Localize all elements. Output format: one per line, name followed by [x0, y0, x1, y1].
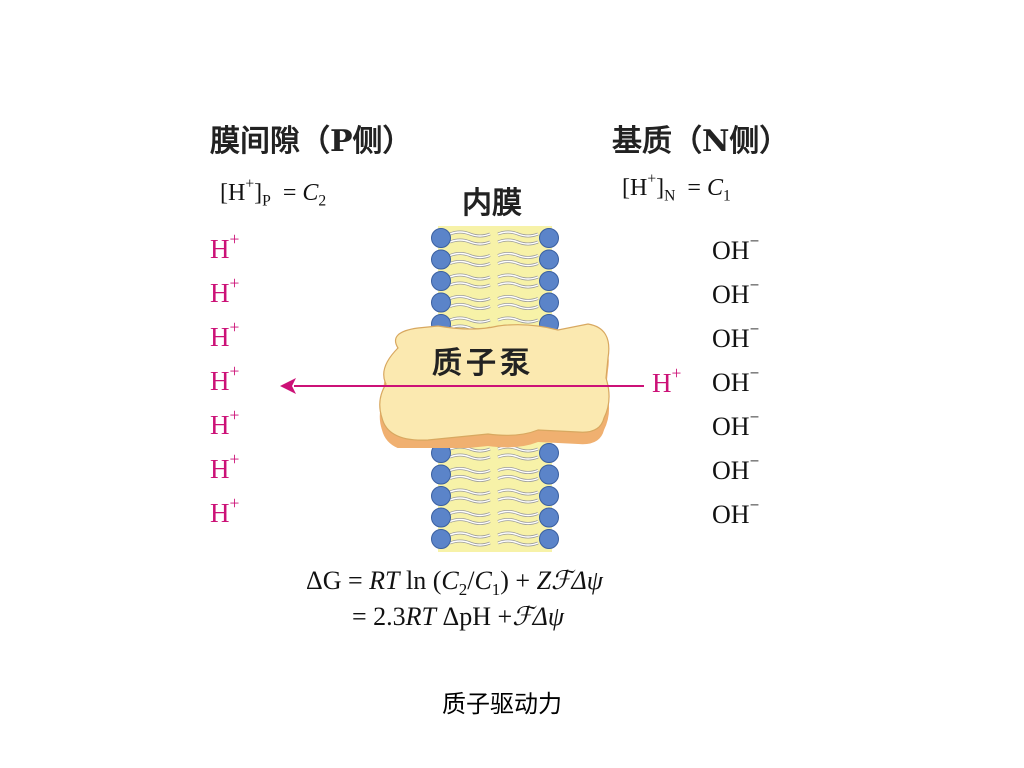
lipid-head: [431, 249, 451, 270]
lipid-tail-highlight: [449, 467, 491, 474]
lipid-tail-highlight: [497, 489, 539, 495]
lipid-head: [539, 292, 559, 313]
pumped-proton: H+: [652, 362, 682, 398]
lipid-tail-highlight: [449, 239, 491, 245]
lipid-head: [539, 249, 559, 270]
lipid-head: [431, 529, 451, 549]
lipid-tail-highlight: [449, 532, 491, 538]
lipid-head: [539, 271, 559, 291]
lipid-tail-highlight: [497, 475, 539, 482]
lipid-tail-highlight: [497, 446, 539, 452]
intermembrane-space-title: 膜间隙（P侧）: [210, 124, 413, 159]
lipid-head: [539, 486, 559, 506]
lipid-head: [539, 464, 559, 485]
lipid-head: [539, 228, 559, 248]
lipid-tail-highlight: [449, 282, 491, 288]
proton-transport-arrow: [280, 378, 644, 394]
proton-label: H+: [210, 404, 240, 440]
hydroxide-label: OH−: [712, 495, 760, 529]
lipid-tail-highlight: [497, 274, 539, 280]
concentration-n-side: [H+]N = C1: [622, 170, 731, 205]
equation-line-1: ΔG = RT ln (C2/C1) + ZℱΔψ: [306, 566, 603, 599]
lipid-tail-highlight: [497, 252, 539, 259]
lipid-tail-highlight: [497, 295, 539, 302]
lipid-tail-highlight: [449, 510, 491, 517]
proton-label: H+: [210, 272, 240, 308]
lipid-tail-highlight: [497, 454, 539, 460]
lipid-tail-highlight: [497, 467, 539, 474]
pump-body: [379, 323, 610, 441]
lipid-tail-highlight: [449, 540, 491, 546]
lipid-tail-highlight: [449, 475, 491, 482]
proton-label: H+: [210, 360, 240, 396]
lipid-tail-highlight: [449, 454, 491, 460]
lipid-head: [431, 507, 451, 528]
lipid-tail-highlight: [497, 497, 539, 503]
proton-label: H+: [210, 316, 240, 352]
hydroxide-label: OH−: [712, 231, 760, 265]
lipid-head: [431, 464, 451, 485]
lipid-tail-highlight: [449, 303, 491, 310]
lipid-tail-highlight: [449, 518, 491, 525]
lipid-head: [431, 292, 451, 313]
arrow-head: [280, 378, 296, 394]
lipid-head: [539, 443, 559, 463]
lipid-tail-highlight: [497, 510, 539, 517]
lipid-head: [431, 486, 451, 506]
proton-pump-label: 质子泵: [432, 346, 534, 381]
inner-membrane-title: 内膜: [462, 186, 522, 221]
lipid-tail-highlight: [449, 252, 491, 259]
lipid-tail-highlight: [497, 532, 539, 538]
proton-label: H+: [210, 448, 240, 484]
hydroxide-label: OH−: [712, 451, 760, 485]
lipid-tail-highlight: [497, 239, 539, 245]
lipid-tail-highlight: [449, 295, 491, 302]
lipid-tail-highlight: [497, 317, 539, 323]
lipid-tail-highlight: [497, 518, 539, 525]
equation-line-2: = 2.3RT ΔpH +ℱΔψ: [352, 602, 565, 631]
lipid-tail-highlight: [497, 231, 539, 237]
concentration-p-side: [H+]P = C2: [220, 175, 327, 210]
lipid-tail-highlight: [449, 489, 491, 495]
lipid-head: [539, 529, 559, 549]
lipid-tail-highlight: [449, 231, 491, 237]
lipid-head: [431, 228, 451, 248]
hydroxide-label: OH−: [712, 407, 760, 441]
proton-label: H+: [210, 228, 240, 264]
hydroxide-label: OH−: [712, 319, 760, 353]
hydroxide-label: OH−: [712, 275, 760, 309]
lipid-tail-highlight: [449, 317, 491, 323]
matrix-title: 基质（N侧）: [612, 124, 790, 159]
lipid-tail-highlight: [449, 497, 491, 503]
lipid-head: [431, 271, 451, 291]
lipid-head: [539, 507, 559, 528]
lipid-tail-highlight: [497, 303, 539, 310]
lipid-tail-highlight: [497, 540, 539, 546]
proton-label: H+: [210, 492, 240, 528]
lipid-tail-highlight: [449, 274, 491, 280]
lipid-tail-highlight: [497, 260, 539, 267]
lipid-tail-highlight: [497, 282, 539, 288]
proton-pump: [379, 323, 610, 448]
lipid-tail-highlight: [449, 260, 491, 267]
hydroxide-label: OH−: [712, 363, 760, 397]
caption: 质子驱动力: [442, 690, 562, 718]
